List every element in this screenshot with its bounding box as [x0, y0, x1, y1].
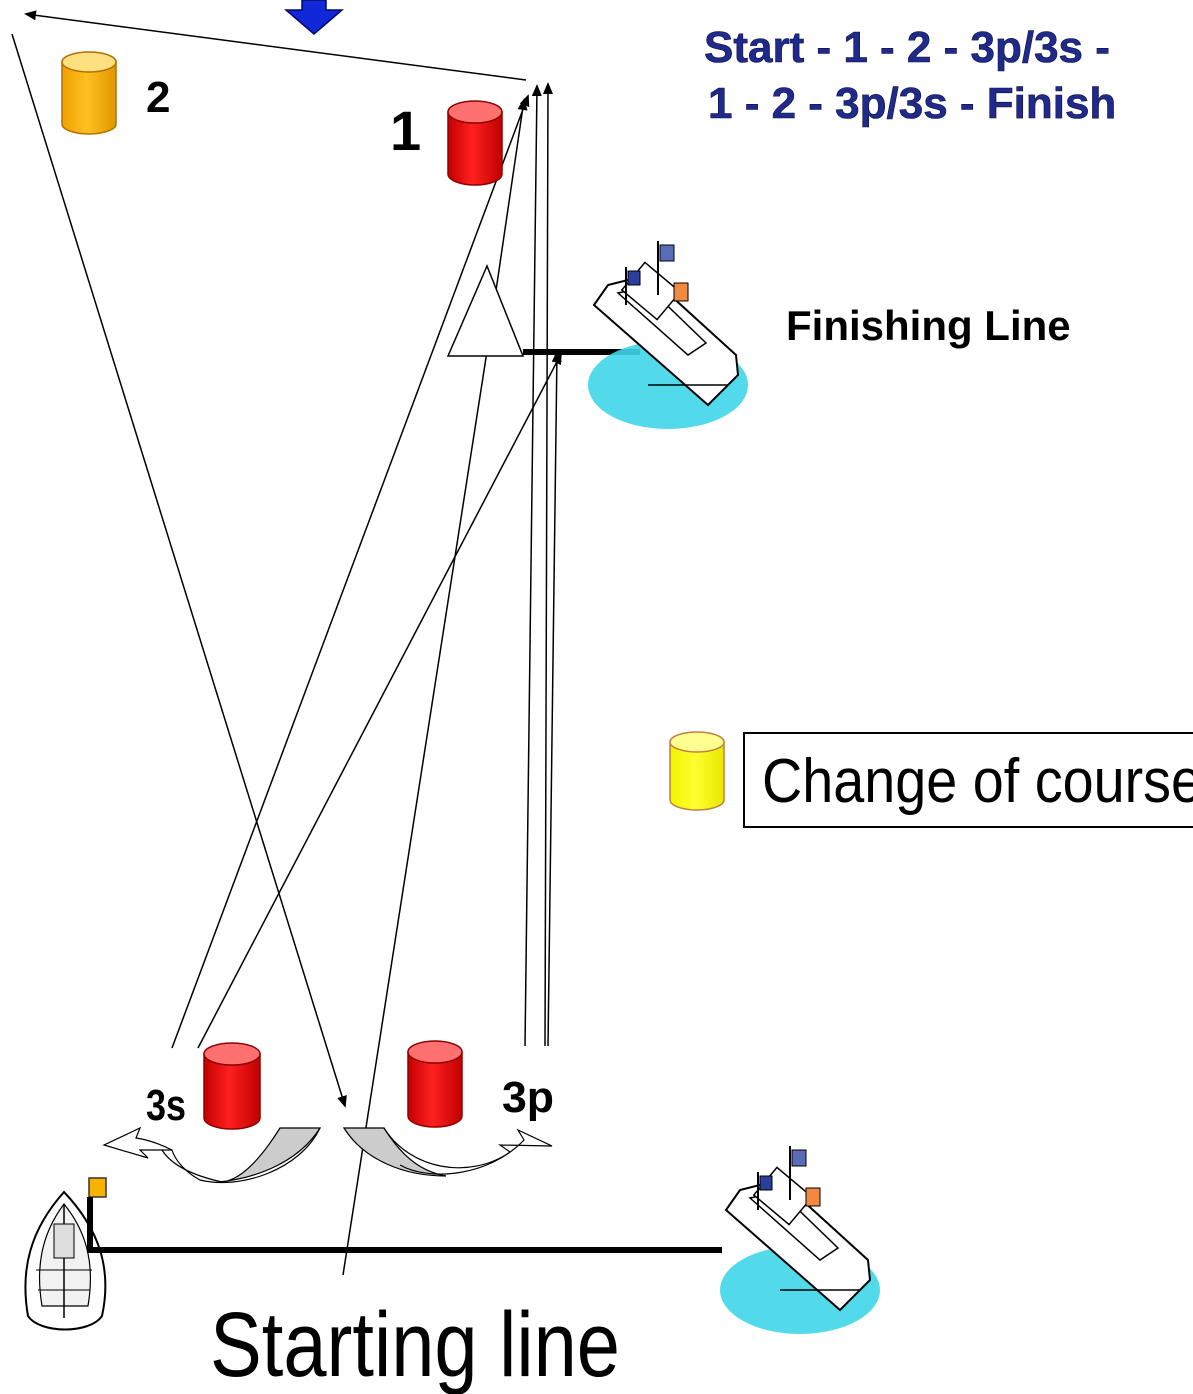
starting-line-label: Starting line — [210, 1294, 620, 1394]
course-sequence-line-1: Start - 1 - 2 - 3p/3s - — [704, 23, 1110, 72]
mark-3p-label: 3p — [502, 1073, 554, 1122]
change-of-course-buoy — [669, 731, 725, 811]
mark-3s-buoy — [203, 1042, 261, 1130]
course-leg — [197, 352, 562, 1049]
course-leg — [11, 33, 347, 1108]
change-of-course-label: Change of course — [762, 747, 1193, 816]
course-sequence-line-2: 1 - 2 - 3p/3s - Finish — [708, 79, 1116, 128]
course-leg — [542, 82, 553, 1047]
triangle-mark-icon — [446, 264, 525, 357]
course-leg — [342, 344, 489, 1276]
course-leg — [524, 84, 542, 1047]
change-of-course-box — [743, 732, 1193, 828]
mark-1-label: 1 — [390, 99, 421, 162]
starting-line — [87, 1197, 722, 1253]
wind-arrow-icon — [283, 0, 345, 35]
pin-flag-icon — [88, 1177, 107, 1198]
course-leg — [171, 94, 530, 1049]
mark-3s-label: 3s — [146, 1081, 186, 1130]
course-leg — [24, 10, 527, 81]
gate-rounding-arrows — [102, 1126, 553, 1184]
mark-2-label: 2 — [146, 73, 170, 122]
sailboat-icon — [24, 1190, 107, 1331]
mark-3p-buoy — [407, 1040, 463, 1128]
course-lines — [11, 10, 562, 1276]
mark-1-buoy — [447, 100, 503, 186]
mark-2-buoy — [61, 51, 117, 135]
committee-boat-icon — [720, 1146, 880, 1334]
committee-boat-icon — [588, 241, 748, 429]
course-leg — [547, 350, 562, 1047]
finishing-line-label: Finishing Line — [786, 302, 1071, 349]
